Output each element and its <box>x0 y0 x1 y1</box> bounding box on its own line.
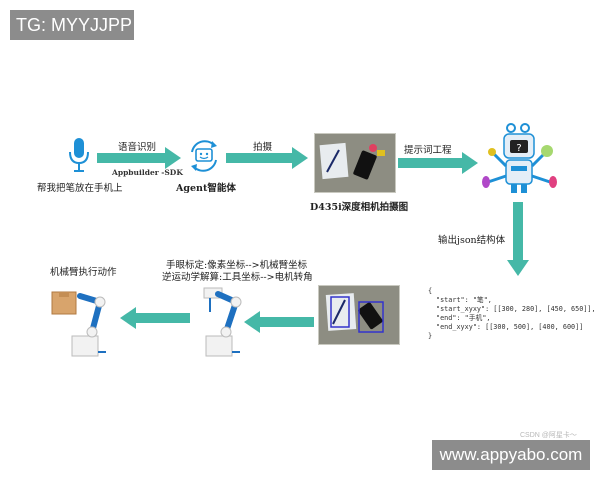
json-open: { <box>428 287 433 295</box>
inverse-kinematics-label: 逆运动学解算:工具坐标-->电机转角 <box>162 272 313 283</box>
json-output: { "start": "笔", "start_xyxy": [[300, 280… <box>428 287 596 341</box>
robot-arm-icon <box>203 287 242 357</box>
arrow-calibration <box>244 311 314 333</box>
annotated-photo <box>318 285 400 345</box>
arrow-json <box>507 202 529 276</box>
agent-icon <box>191 140 217 172</box>
json-line-end: "end": "手机", <box>436 314 491 322</box>
robot-action-label: 机械臂执行动作 <box>50 267 117 278</box>
json-line-start: "start": "笔", <box>436 296 492 304</box>
agent-label: Agent智能体 <box>176 183 236 194</box>
arrow-capture <box>226 147 308 169</box>
calibration-label: 手眼标定:像素坐标-->机械臂坐标 <box>166 260 308 271</box>
tag-top: TG: MYYJJPP <box>10 10 134 40</box>
agent-sdk-label: Appbuilder -SDK <box>112 168 183 177</box>
photo-label: D435i深度相机拍摄图 <box>310 202 409 213</box>
svg-text:?: ? <box>516 143 521 154</box>
robot-icon: ? <box>482 123 557 193</box>
arrow-prompt <box>398 152 478 174</box>
speech-label: 语音识别 <box>118 142 157 153</box>
json-line-end-xyxy: "end_xyxy": [[300, 500], [400, 600]] <box>436 323 584 331</box>
watermark: CSDN @阿星卡～ <box>520 432 577 439</box>
arrow-execute <box>120 307 190 329</box>
json-line-start-xyxy: "start_xyxy": [[300, 280], [450, 650]], <box>436 305 596 313</box>
json-out-label: 输出json结构体 <box>438 235 506 246</box>
json-close: } <box>428 332 433 340</box>
tag-bottom: www.appyabo.com <box>432 440 590 470</box>
arrow-speech <box>97 147 181 169</box>
robot-arm-execute-icon <box>51 291 106 357</box>
microphone-icon <box>69 138 89 172</box>
prompt-label: 提示词工程 <box>404 145 452 156</box>
camera-photo <box>314 133 396 193</box>
voice-command-label: 帮我把笔放在手机上 <box>37 183 123 194</box>
capture-label: 拍摄 <box>253 142 273 153</box>
